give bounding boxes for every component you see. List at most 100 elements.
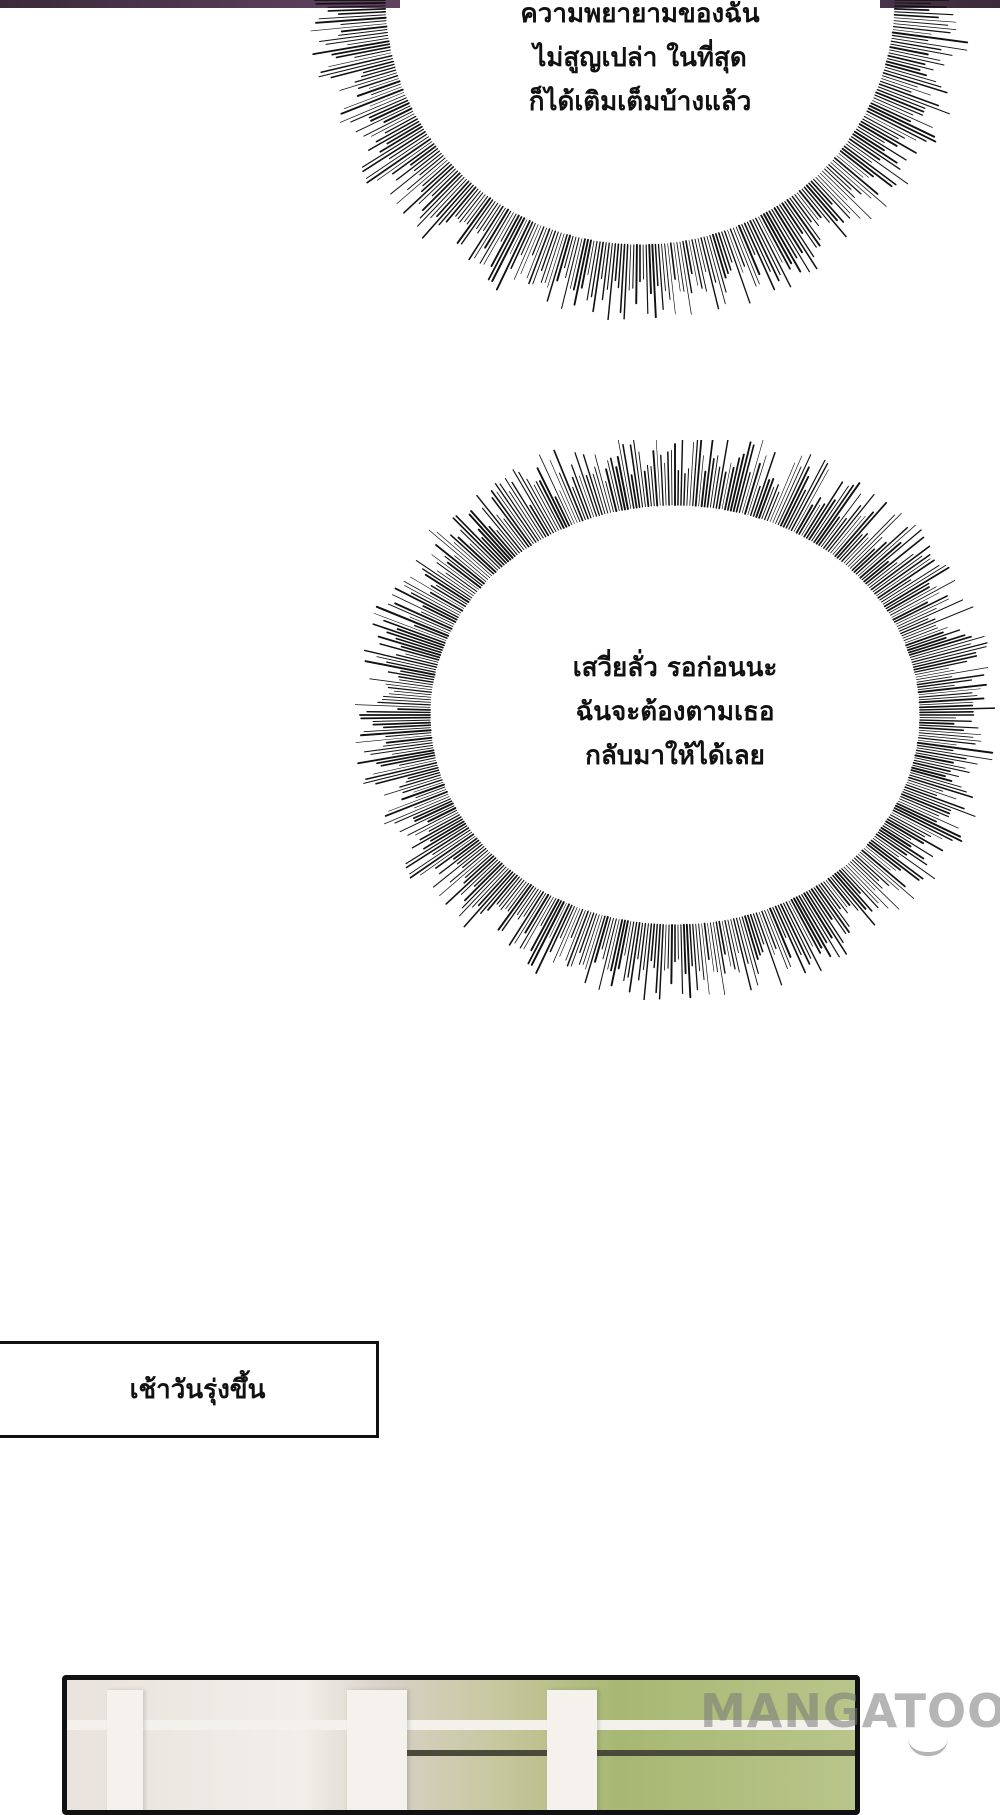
speed-line bbox=[633, 245, 634, 288]
fence-post bbox=[107, 1690, 143, 1815]
bubble-middle-line-2: ฉันจะต้องตามเธอ bbox=[355, 690, 995, 734]
speed-line bbox=[415, 151, 440, 170]
speed-line bbox=[710, 923, 717, 972]
speed-line bbox=[846, 865, 888, 908]
speed-line bbox=[671, 450, 672, 505]
speed-line bbox=[602, 243, 609, 299]
speed-line bbox=[547, 234, 564, 287]
speed-line bbox=[593, 474, 605, 514]
speed-line bbox=[681, 440, 683, 505]
speed-line bbox=[395, 799, 450, 823]
speed-line bbox=[391, 153, 442, 194]
narration-caption-box: เช้าวันรุ่งขึ้น bbox=[0, 1341, 379, 1438]
speed-line bbox=[397, 160, 447, 203]
speed-line bbox=[792, 196, 811, 221]
speed-line bbox=[651, 924, 654, 960]
speed-line bbox=[829, 165, 861, 194]
speed-line bbox=[756, 913, 781, 985]
speed-line bbox=[464, 856, 493, 883]
speed-line bbox=[521, 223, 535, 254]
speed-line bbox=[668, 925, 669, 968]
speed-line bbox=[439, 185, 473, 224]
caption-text: เช้าวันรุ่งขึ้น bbox=[110, 1369, 266, 1410]
speed-line bbox=[719, 922, 725, 954]
speed-line bbox=[615, 244, 618, 280]
speed-line bbox=[684, 474, 685, 505]
speed-line bbox=[901, 619, 935, 633]
speed-line bbox=[713, 467, 719, 507]
fence-rail bbox=[597, 1750, 857, 1756]
speed-line bbox=[447, 187, 476, 221]
speed-line bbox=[654, 924, 657, 967]
speed-line bbox=[618, 244, 621, 287]
bubble-top-line-2: ไม่สูญเปล่า ในที่สุด bbox=[300, 36, 980, 80]
bubble-middle-text: เสวี่ยลั่ว รอก่อนนะ ฉันจะต้องตามเธอ กลับ… bbox=[355, 646, 995, 778]
speed-line bbox=[445, 556, 482, 585]
fence-post bbox=[547, 1690, 597, 1815]
speed-line bbox=[573, 487, 586, 519]
bubble-middle-line-1: เสวี่ยลั่ว รอก่อนนะ bbox=[355, 646, 995, 690]
smile-icon bbox=[908, 1738, 948, 1756]
speed-line bbox=[677, 242, 684, 291]
speed-line bbox=[649, 245, 651, 293]
speed-line bbox=[909, 777, 972, 797]
speed-line bbox=[868, 845, 900, 870]
fence-post bbox=[347, 1690, 407, 1815]
speed-line bbox=[814, 486, 853, 543]
speed-line bbox=[402, 785, 444, 800]
speed-line bbox=[571, 909, 582, 937]
speed-line bbox=[542, 231, 556, 270]
thought-bubble-top: ความพยายามของฉัน ไม่สูญเปล่า ในที่สุด ก็… bbox=[300, 0, 980, 320]
speed-line bbox=[557, 236, 570, 281]
speed-line bbox=[639, 452, 646, 507]
speed-line bbox=[644, 924, 651, 1000]
speed-line bbox=[687, 469, 689, 506]
speed-line bbox=[646, 245, 648, 314]
speed-line bbox=[719, 472, 726, 508]
speed-line bbox=[661, 455, 663, 505]
speed-line bbox=[674, 243, 680, 291]
bubble-top-line-3: ก็ได้เติมเต็มบ้างแล้ว bbox=[300, 80, 980, 124]
bubble-top-text: ความพยายามของฉัน ไม่สูญเปล่า ในที่สุด ก็… bbox=[300, 0, 980, 124]
speed-line bbox=[588, 241, 594, 275]
speed-line bbox=[811, 181, 831, 204]
bubble-top-line-1: ความพยายามของฉัน bbox=[300, 0, 980, 36]
speed-line bbox=[848, 863, 875, 890]
speed-line bbox=[513, 470, 551, 534]
speed-line bbox=[807, 185, 837, 220]
speed-line bbox=[827, 167, 851, 190]
speed-line bbox=[855, 132, 884, 150]
speed-line bbox=[809, 183, 843, 222]
speed-line bbox=[426, 575, 469, 602]
speed-line bbox=[652, 245, 656, 317]
speed-line bbox=[595, 917, 608, 962]
speed-line bbox=[665, 244, 670, 300]
speed-line bbox=[366, 137, 428, 179]
thought-bubble-middle: เสวี่ยลั่ว รอก่อนนะ ฉันจะต้องตามเธอ กลับ… bbox=[355, 440, 995, 1000]
speed-line bbox=[701, 238, 718, 309]
speed-line bbox=[655, 245, 657, 286]
speed-line bbox=[707, 923, 713, 971]
speed-line bbox=[846, 144, 871, 162]
speed-line bbox=[690, 925, 692, 966]
fence-rail bbox=[407, 1750, 547, 1756]
speed-line bbox=[369, 122, 419, 151]
speed-line bbox=[804, 187, 846, 236]
speed-line bbox=[778, 455, 810, 525]
watermark-text: MANGATOON bbox=[700, 1684, 1000, 1738]
speed-line bbox=[665, 463, 667, 505]
speed-line bbox=[684, 925, 686, 973]
speed-line bbox=[636, 245, 637, 303]
speed-line bbox=[651, 466, 654, 505]
speed-line bbox=[664, 925, 666, 970]
speed-line bbox=[671, 925, 672, 983]
bubble-middle-line-3: กลับมาให้ได้เลย bbox=[355, 734, 995, 778]
speed-line bbox=[608, 244, 615, 320]
speed-line bbox=[681, 925, 683, 994]
speed-line bbox=[668, 452, 669, 505]
speed-line bbox=[419, 169, 455, 204]
speed-line bbox=[629, 245, 631, 290]
speed-line bbox=[707, 459, 713, 507]
speed-line bbox=[462, 200, 493, 244]
speed-line bbox=[713, 235, 726, 278]
